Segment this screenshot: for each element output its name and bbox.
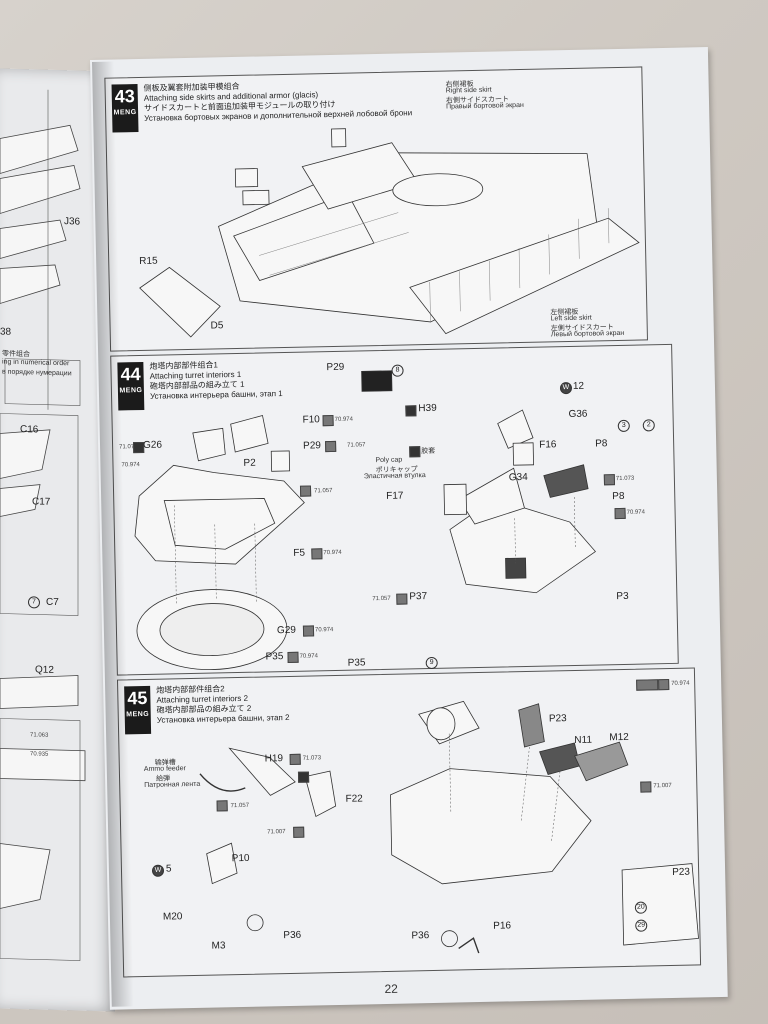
paint-code: 71.063: [30, 732, 49, 739]
paint-swatch: [396, 593, 408, 605]
part-label-r15: R15: [139, 255, 158, 268]
paint-swatch: [322, 414, 334, 427]
part-label-g36: G36: [568, 408, 588, 421]
paint-swatch: [658, 679, 670, 691]
paint-swatch: [603, 474, 616, 486]
paint-code: 70.935: [30, 751, 49, 758]
hex-key-icon: [405, 405, 417, 417]
part-label-p35: P35: [265, 651, 284, 663]
part-label-j36: J36: [64, 216, 81, 228]
part-label-p10: P10: [231, 852, 250, 865]
callout-circle: 7: [28, 596, 40, 609]
part-label-p2: P2: [243, 457, 256, 469]
part-label-f17: F17: [386, 490, 404, 502]
part-label-c17: C17: [32, 496, 51, 508]
paint-code: 71.007: [653, 782, 672, 790]
part-label-h39: H39: [418, 402, 437, 415]
paint-swatch: [325, 440, 337, 453]
part-label-p36b: P36: [411, 930, 430, 942]
paint-code: 70.974: [671, 680, 690, 687]
part-label-p36: P36: [283, 929, 302, 942]
part-label-m3: M3: [211, 940, 226, 952]
part-label-p23b: P23: [672, 866, 691, 878]
paint-code: 71.007: [267, 829, 286, 836]
part-label-p37: P37: [409, 591, 428, 603]
paint-code: 70.974: [626, 509, 646, 516]
part-label-f10: F10: [302, 414, 320, 426]
part-label-p8-top: P8: [595, 438, 608, 450]
paint-code: 71.057: [372, 595, 391, 603]
part-label-d5: D5: [210, 320, 224, 332]
part-label-p29-top: P29: [326, 361, 345, 374]
part-label-g34: G34: [508, 471, 528, 484]
part-label-m20: M20: [162, 911, 183, 923]
hex-key-icon: [297, 771, 310, 783]
right-skirt-en: Right side skirt: [445, 86, 492, 95]
paint-swatch: [287, 651, 299, 663]
paint-swatch: [302, 625, 315, 637]
paint-code: 70.974: [323, 549, 342, 557]
part-label-p8: P8: [612, 490, 625, 503]
paint-code: 71.057: [347, 442, 366, 449]
part-label-p35-bottom: P35: [347, 657, 366, 669]
paint-code: 71.073: [615, 475, 635, 483]
part-label-q12: Q12: [35, 664, 54, 676]
turret-interior-2-drawing: [199, 700, 699, 954]
ammo-feeder-ru: Патронная лента: [144, 780, 201, 790]
left-header-line: 零件组合: [2, 350, 30, 359]
poly-cap-ru: Эластичная втулка: [363, 472, 426, 481]
poly-cap-cn: 胶套: [421, 447, 436, 456]
paint-swatch: [311, 548, 323, 560]
part-label-g29: G29: [276, 624, 297, 637]
page-number: 22: [384, 981, 399, 997]
left-page: J36 38 C16 C17 C7 Q12 7 71.063 70.935 零件…: [0, 68, 115, 1012]
weapon-callout-12: 12: [572, 380, 585, 392]
part-label-f22: F22: [345, 793, 363, 805]
left-skirt-en: Left side skirt: [550, 314, 592, 323]
part-label-m12: M12: [609, 731, 629, 744]
part-label-h19: H19: [264, 753, 284, 765]
paint-code: 71.057: [314, 488, 333, 495]
weapon-callout-5: 5: [165, 863, 172, 875]
paint-code: 70.974: [334, 416, 354, 423]
vehicle-hull-drawing: [139, 128, 640, 338]
turret-interior-drawing: [134, 370, 596, 670]
part-label-p29: P29: [303, 440, 322, 452]
part-label-p16: P16: [493, 920, 512, 932]
poly-cap-icon: [409, 446, 421, 458]
left-page-drawings: [0, 89, 86, 961]
step-45-panel: 45 MENG 炮塔内部部件组合2 Attaching turret inter…: [116, 667, 702, 978]
part-label-c16: C16: [20, 424, 39, 436]
part-label-n11: N11: [574, 734, 593, 747]
ammo-feeder-en: Ammo feeder: [143, 765, 186, 774]
paint-code: 70.974: [121, 462, 140, 469]
paint-swatch: [299, 485, 312, 497]
poly-cap-en: Poly cap: [375, 456, 403, 465]
paint-code: 70.974: [299, 653, 318, 660]
part-label-f16: F16: [539, 439, 557, 451]
part-label-g26: G26: [142, 439, 163, 451]
part-label-p3: P3: [616, 590, 629, 603]
paint-code: 70.974: [314, 627, 334, 634]
part-label-c7: C7: [46, 596, 59, 609]
paint-swatch: [216, 800, 228, 812]
part-label-p23: P23: [548, 713, 567, 725]
step-44-panel: 44 MENG 炮塔内部部件组合1 Attaching turret inter…: [110, 343, 679, 676]
paint-swatch: [636, 679, 659, 691]
paint-swatch: [289, 753, 301, 765]
paint-code: 71.073: [302, 755, 322, 762]
paint-swatch: [293, 826, 305, 838]
paint-swatch: [614, 507, 626, 520]
paint-swatch: [640, 781, 652, 793]
step-43-panel: 43 MENG 侧板及翼套附加装甲模组合 Attaching side skir…: [104, 66, 648, 352]
instruction-page: 43 MENG 侧板及翼套附加装甲模组合 Attaching side skir…: [90, 47, 728, 1010]
part-label-38: 38: [0, 326, 12, 338]
part-label-f5: F5: [293, 547, 306, 559]
paint-code: 71.057: [230, 802, 250, 810]
